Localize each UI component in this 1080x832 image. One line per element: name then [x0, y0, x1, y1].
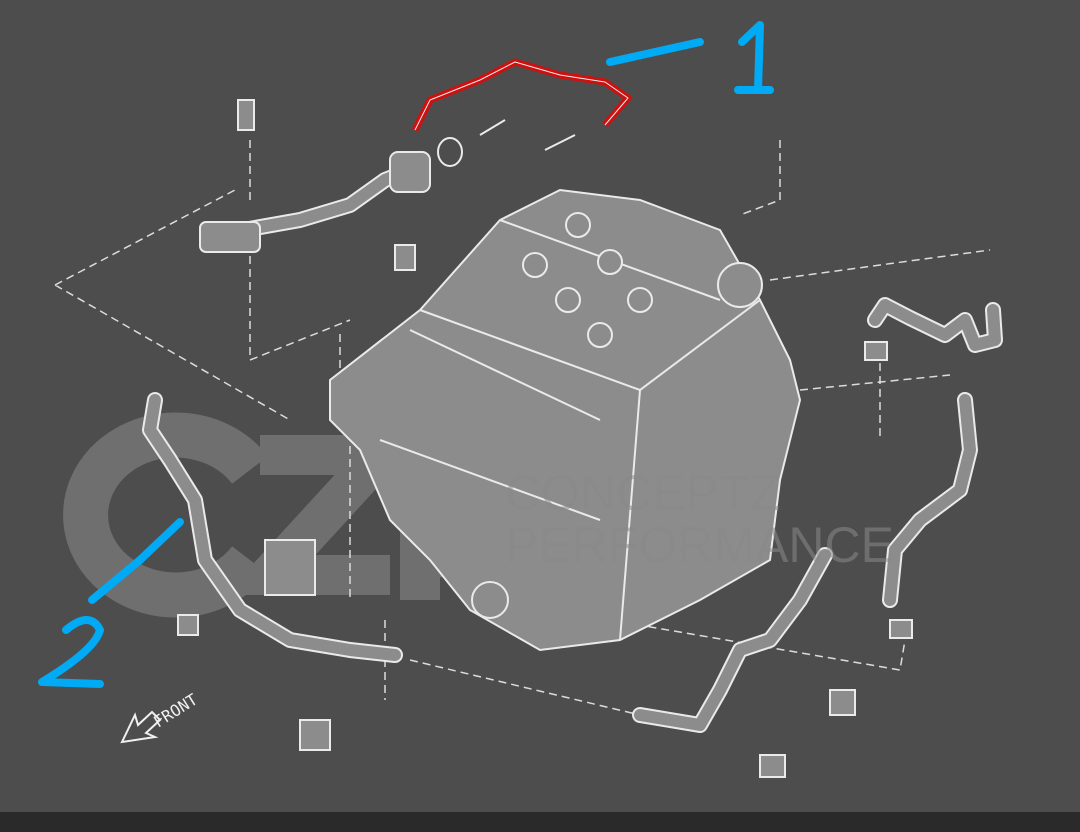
front-arrow-icon — [120, 710, 162, 744]
upper-hose-assembly — [199, 99, 576, 271]
footer-bar — [0, 812, 1080, 832]
right-hose-assembly — [864, 297, 1003, 639]
front-label: FRONT — [150, 690, 201, 732]
front-indicator: FRONT — [120, 690, 201, 744]
annotation-number-1 — [734, 21, 774, 94]
annotation-1 — [606, 21, 774, 94]
annotation-number-2 — [38, 616, 104, 688]
highlighted-hose — [411, 58, 632, 132]
lower-coolant-hose — [142, 392, 856, 778]
watermark-line2: PERFORMANCE — [505, 517, 894, 573]
annotation-2 — [38, 518, 184, 688]
engine-block — [329, 188, 802, 652]
engine-parts-diagram: CONCEPTZ PERFORMANCE FRONT — [38, 21, 1003, 778]
watermark-line1: CONCEPTZ — [505, 465, 780, 521]
